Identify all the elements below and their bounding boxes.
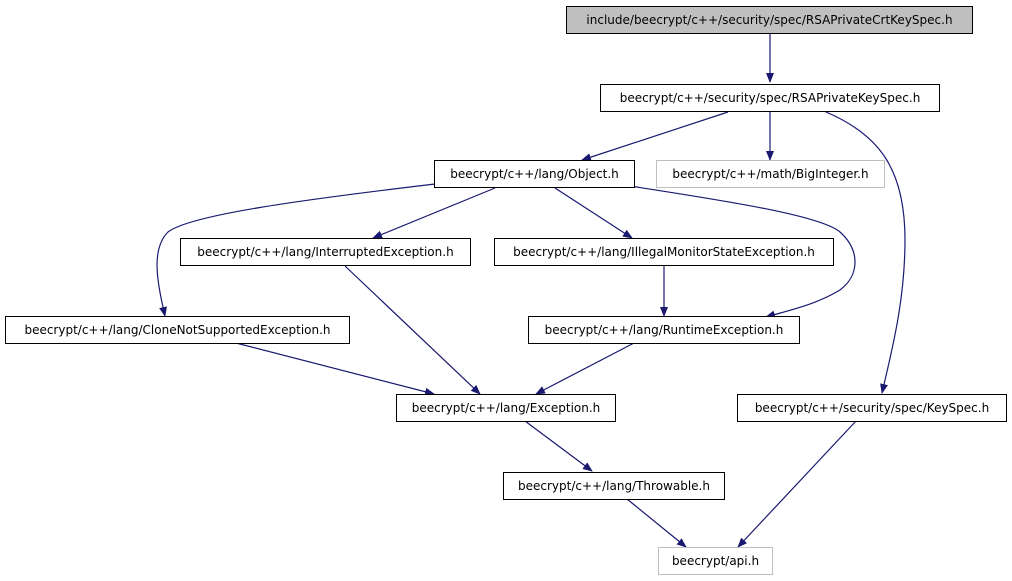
edge-object-to-runtimeexception [629,185,856,319]
edge-object-to-illegalmonitorstateexception [554,187,633,239]
node-exception[interactable]: beecrypt/c++/lang/Exception.h [396,394,616,422]
edge-privatekeyspec-to-object [581,111,729,161]
edge-keyspec-to-api [737,420,857,548]
node-illegal-monitor-state-exception[interactable]: beecrypt/c++/lang/IllegalMonitorStateExc… [494,238,834,266]
node-interrupted-exception[interactable]: beecrypt/c++/lang/InterruptedException.h [180,238,471,266]
edge-throwable-to-api [626,498,687,548]
node-runtime-exception[interactable]: beecrypt/c++/lang/RuntimeException.h [528,316,800,344]
edge-runtimeexception-to-exception [535,342,635,395]
node-throwable[interactable]: beecrypt/c++/lang/Throwable.h [503,472,725,500]
node-object[interactable]: beecrypt/c++/lang/Object.h [434,160,635,188]
node-key-spec[interactable]: beecrypt/c++/security/spec/KeySpec.h [737,394,1007,422]
node-api[interactable]: beecrypt/api.h [658,547,773,575]
edge-clonenotsupportedexception-to-exception [235,342,435,396]
node-rsa-private-crt-key-spec[interactable]: include/beecrypt/c++/security/spec/RSAPr… [566,6,973,34]
node-big-integer[interactable]: beecrypt/c++/math/BigInteger.h [656,160,885,188]
edge-object-to-clonenotsupportedexception [156,183,436,317]
node-clone-not-supported-exception[interactable]: beecrypt/c++/lang/CloneNotSupportedExcep… [5,316,350,344]
node-rsa-private-key-spec[interactable]: beecrypt/c++/security/spec/RSAPrivateKey… [600,84,940,112]
edge-exception-to-throwable [524,420,593,472]
edge-object-to-interruptedexception [372,187,496,239]
edge-privatekeyspec-to-keyspec [825,111,906,394]
edge-interruptedexception-to-exception [344,265,481,395]
